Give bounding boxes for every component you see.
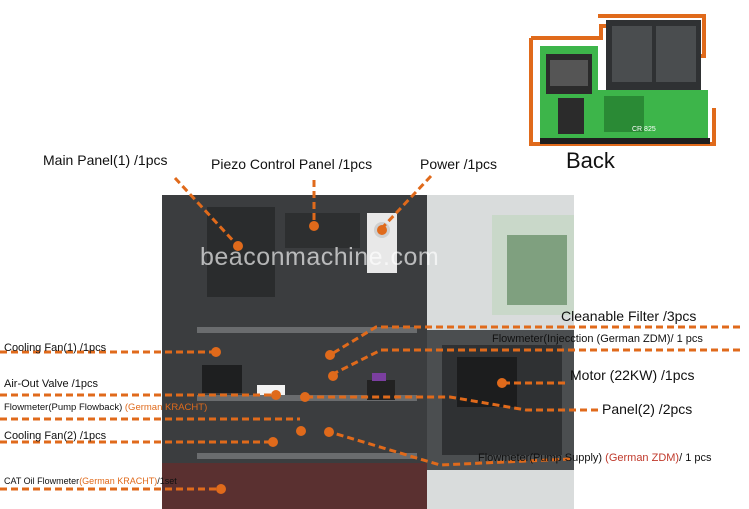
cat-oil-qty: /1set (157, 476, 177, 486)
machine-model-label: CR 825 (632, 126, 656, 133)
label-main-panel: Main Panel(1) /1pcs (43, 152, 168, 168)
flowmeter-supply-brand: (German ZDM) (605, 452, 680, 464)
label-piezo-panel: Piezo Control Panel /1pcs (211, 156, 373, 172)
label-cooling-fan2: Cooling Fan(2) /1pcs (4, 430, 107, 442)
flowmeter-flowback-text: Flowmeter(Pump Flowback) (4, 402, 125, 413)
label-power: Power /1pcs (420, 156, 498, 172)
flowmeter-supply-text: Flowmeter(Pump Supply) (478, 452, 606, 464)
back-label: Back (566, 148, 615, 173)
label-flowmeter-flowback: Flowmeter(Pump Flowback) (German KRACHT) (4, 402, 207, 413)
label-panel2: Panel(2) /2pcs (602, 401, 693, 417)
label-motor: Motor (22KW) /1pcs (570, 367, 695, 383)
cat-oil-brand: (German KRACHT) (79, 476, 158, 486)
label-cleanable-filter: Cleanable Filter /3pcs (561, 308, 697, 324)
label-cat-oil-flowmeter: CAT Oil Flowmeter(German KRACHT)/1set (4, 476, 177, 486)
cat-oil-text: CAT Oil Flowmeter (4, 476, 80, 486)
label-cooling-fan1: Cooling Fan(1) /1pcs (4, 342, 107, 354)
cabinet-photo: beaconmachine.com (162, 195, 574, 509)
flowmeter-flowback-brand: (German KRACHT) (124, 402, 208, 413)
label-air-out-valve: Air-Out Valve /1pcs (4, 378, 98, 390)
flowmeter-supply-qty: / 1 pcs (679, 452, 712, 464)
machine-thumbnail: CR 825 (528, 8, 718, 148)
label-flowmeter-injection: Flowmeter(Injecction (German ZDM)/ 1 pcs (492, 333, 703, 345)
label-flowmeter-supply: Flowmeter(Pump Supply) (German ZDM)/ 1 p… (478, 452, 712, 464)
